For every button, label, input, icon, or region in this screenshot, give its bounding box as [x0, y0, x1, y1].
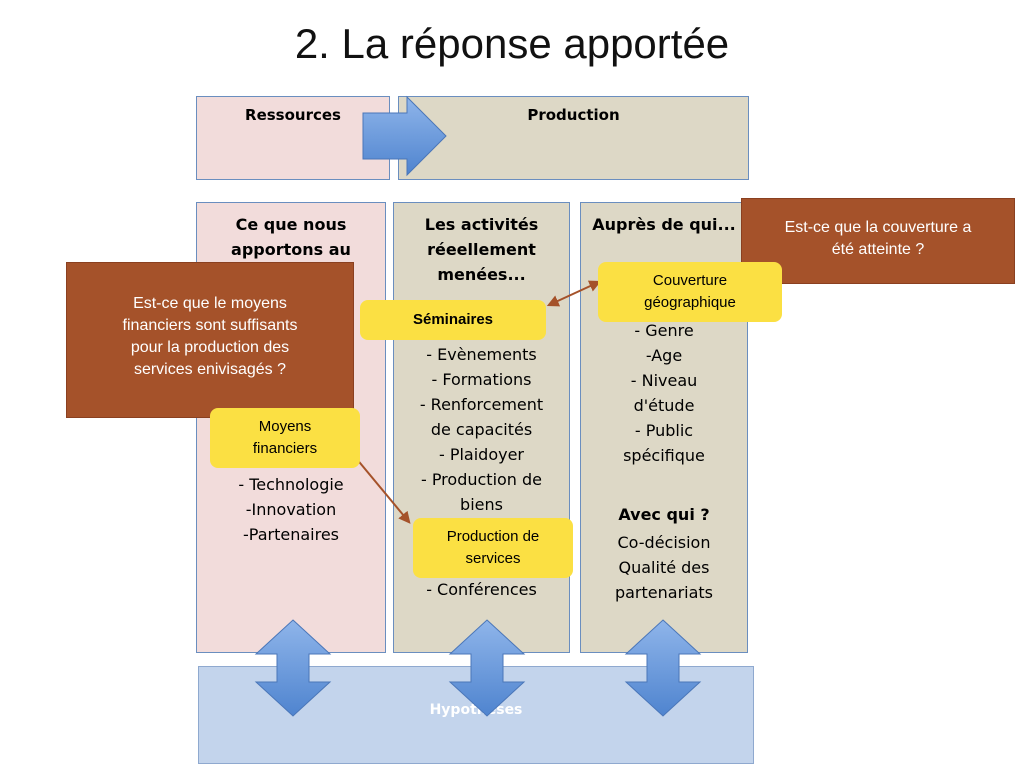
activities-header-line: menées... — [437, 265, 526, 284]
highlight-line: financiers — [252, 440, 318, 457]
list-item: - Evènements — [426, 345, 537, 364]
public-header: Auprès de qui... — [592, 215, 736, 234]
highlight-line: Couverture — [652, 272, 728, 289]
list-item: partenariats — [614, 583, 714, 602]
callout-line: Est-ce que le moyens — [133, 295, 287, 312]
highlight-line: géographique — [644, 294, 736, 311]
list-item: Co-décision — [617, 533, 711, 552]
resources-header-line: apportons au — [231, 240, 351, 259]
list-item: spécifique — [623, 446, 705, 465]
list-item: -Age — [645, 346, 683, 365]
with-whom-header: Avec qui ? — [618, 505, 710, 524]
list-item: biens — [460, 495, 503, 514]
activities-items: - Evènements - Formations - Renforcement… — [393, 342, 570, 517]
highlight-line: Production de — [446, 528, 540, 545]
list-item: - Technologie — [238, 475, 344, 494]
list-item: - Formations — [431, 370, 532, 389]
list-item: -Innovation — [245, 500, 337, 519]
public-items: - Genre -Age - Niveau d'étude - Public s… — [580, 318, 748, 468]
moyens-highlight: Moyens financiers — [210, 408, 360, 468]
production-services-highlight: Production de services — [413, 518, 573, 578]
highlight-line: services — [465, 550, 521, 567]
resources-items: - Technologie -Innovation -Partenaires — [196, 472, 386, 547]
list-item: -Partenaires — [243, 525, 339, 544]
list-item: Qualité des — [618, 558, 710, 577]
list-item: d'étude — [633, 396, 695, 415]
list-item: - Public — [634, 421, 694, 440]
list-item: - Niveau — [630, 371, 698, 390]
callout-line: services enivisagés ? — [133, 361, 287, 378]
resources-header: Ce que nous apportons au — [196, 212, 386, 262]
activities-header-line: réeellement — [427, 240, 536, 259]
slide-title: 2. La réponse apportée — [294, 20, 730, 67]
list-item: - Production de — [420, 470, 543, 489]
with-whom-items: Co-décision Qualité des partenariats — [580, 530, 748, 605]
seminaires-highlight: Séminaires — [360, 300, 546, 340]
list-item: - Renforcement — [419, 395, 544, 414]
coverage-question-callout: Est-ce que la couverture a été atteinte … — [741, 198, 1015, 284]
callout-line: été atteinte ? — [831, 241, 925, 258]
hypotheses-label: Hypothèses — [429, 702, 523, 718]
resources-label: Ressources — [245, 106, 341, 124]
financial-question-callout: Est-ce que le moyens financiers sont suf… — [66, 262, 354, 418]
activities-header-line: Les activités — [424, 215, 539, 234]
activities-header: Les activités réeellement menées... — [393, 212, 570, 287]
production-label: Production — [527, 106, 620, 124]
production-top-box — [398, 96, 749, 180]
callout-line: financiers sont suffisants — [122, 317, 298, 334]
couverture-highlight: Couverture géographique — [598, 262, 782, 322]
resources-header-line: Ce que nous — [235, 215, 347, 234]
resources-top-box — [196, 96, 390, 180]
list-item: - Plaidoyer — [438, 445, 525, 464]
list-item: - Genre — [634, 321, 694, 340]
callout-line: Est-ce que la couverture a — [784, 219, 972, 236]
list-item: de capacités — [430, 420, 533, 439]
callout-line: pour la production des — [130, 339, 290, 356]
activities-last-item: - Conférences — [426, 580, 537, 599]
highlight-line: Moyens — [258, 418, 312, 435]
